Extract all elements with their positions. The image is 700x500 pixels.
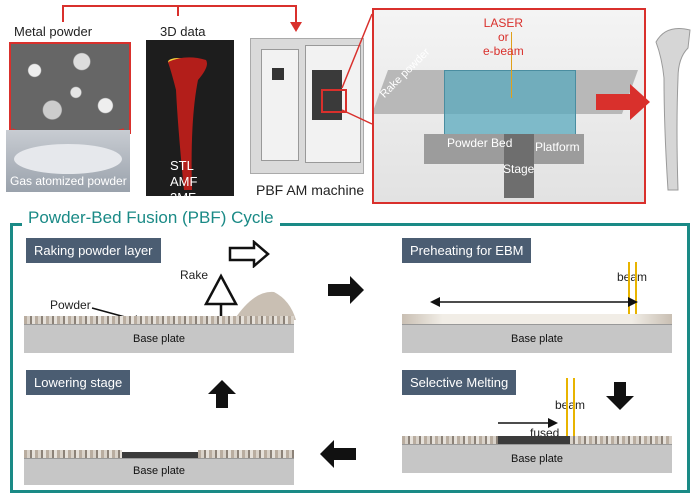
melt-direction-arrow-icon: [498, 418, 558, 428]
lowered-fused-layer: [122, 452, 198, 458]
platform-label: Platform: [535, 140, 580, 154]
pbf-cycle-frame: [10, 223, 690, 493]
next-step-arrow-right-icon: [328, 276, 364, 304]
rake-label: Rake: [180, 268, 209, 282]
beam-melt: [566, 378, 575, 442]
stage-label: Stage: [503, 162, 535, 176]
machine-label: PBF AM machine: [256, 182, 365, 198]
rake-icon: [203, 273, 239, 316]
metal-powder-micrograph: [9, 42, 131, 134]
next-step-arrow-left-icon: [320, 440, 356, 468]
beam-label-preheat: beam: [617, 270, 648, 284]
rake-direction-arrow-icon: [228, 240, 270, 268]
process-flow-connector: [62, 5, 302, 32]
lowered-powder-right: [198, 450, 294, 458]
implant-model-icon: [168, 57, 207, 190]
format-stl: STL: [170, 158, 194, 173]
gas-atomized-label: Gas atomized powder: [10, 174, 127, 188]
step-raking: Raking powder layer: [26, 238, 161, 263]
powder-bed-label: Powder Bed: [447, 136, 513, 150]
3d-data-label: 3D data: [160, 24, 206, 39]
output-arrow-icon: [596, 84, 650, 120]
lowered-powder-left: [24, 450, 122, 458]
cycle-title: Powder-Bed Fusion (PBF) Cycle: [22, 208, 280, 228]
preheated-powder-layer: [402, 314, 672, 324]
powder-layer: [24, 316, 294, 324]
beam-label-melt: beam: [555, 398, 586, 412]
metal-powder-label: Metal powder: [14, 24, 93, 39]
base-plate-melting: Base plate: [402, 444, 672, 473]
fused-region: [498, 436, 570, 444]
scan-direction-arrow-icon: [430, 297, 638, 307]
beam-preheat: [628, 262, 637, 316]
step-melting: Selective Melting: [402, 370, 517, 395]
base-plate-lowering: Base plate: [24, 458, 294, 485]
base-plate-preheat: Base plate: [402, 324, 672, 353]
format-3mf: 3MF: [170, 190, 196, 205]
next-step-arrow-down-icon: [606, 382, 634, 410]
next-step-arrow-up-icon: [208, 380, 236, 408]
step-lowering: Lowering stage: [26, 370, 131, 395]
pbf-machine-image: [250, 38, 364, 174]
step-preheating: Preheating for EBM: [402, 238, 532, 263]
machine-zoom-lines: [341, 13, 373, 125]
3d-data-panel: STL AMF 3MF: [146, 40, 234, 205]
printed-implant-icon: [655, 28, 691, 191]
powder-sample-image: [6, 130, 130, 192]
base-plate-raking: Base plate: [24, 324, 294, 353]
laser-label: LASER or e-beam: [483, 16, 524, 58]
powder-label: Powder: [50, 298, 91, 312]
chamber-detail-panel: [372, 8, 646, 204]
format-amf: AMF: [170, 174, 198, 189]
powder-heap-icon: [234, 291, 296, 320]
